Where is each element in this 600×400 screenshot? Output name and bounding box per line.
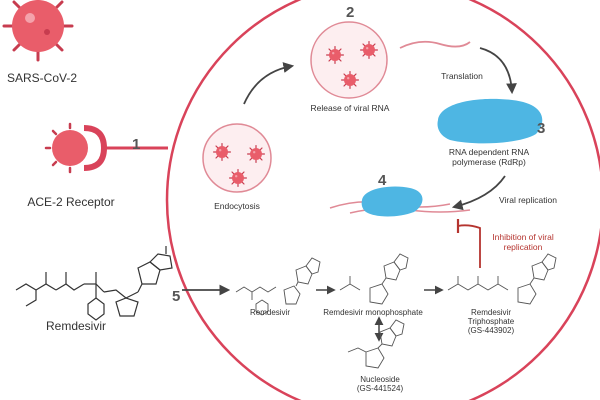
viral-rna-strand xyxy=(399,40,471,49)
nucleoside-structure-icon xyxy=(347,319,405,369)
step-number-4: 4 xyxy=(378,172,387,189)
remdesivir-label: Remdesivir xyxy=(45,319,106,333)
remdesivir-structure-icon xyxy=(15,246,173,321)
inhibition-line xyxy=(457,224,481,268)
sars-cov-2-label: SARS-CoV-2 xyxy=(6,71,78,85)
step-number-5: 5 xyxy=(172,288,181,305)
remdesivir-small-structure-icon xyxy=(235,257,321,316)
endocytosis-vesicle xyxy=(202,123,272,193)
rdrp-polymerase-shape xyxy=(437,98,543,144)
ace2-receptor-icon xyxy=(44,122,168,174)
step-number-2: 2 xyxy=(346,4,355,21)
nucleoside-label-line2: (GS-441524) xyxy=(356,384,404,393)
step-number-1: 1 xyxy=(132,136,141,153)
rdrp-label-line1: RNA dependent RNA xyxy=(448,147,530,157)
monophosphate-label: Remdesivir monophosphate xyxy=(323,308,423,317)
release-label: Release of viral RNA xyxy=(310,103,390,113)
inhibition-label-line2: replication xyxy=(503,242,543,252)
cell-membrane xyxy=(165,0,600,400)
inhibition-label-line1: Inhibition of viral xyxy=(492,232,554,242)
nucleoside-label-line1: Nucleoside xyxy=(360,375,400,384)
triphosphate-structure-icon xyxy=(447,253,557,305)
arrow-translation xyxy=(479,47,517,95)
arrow-viral-replication xyxy=(451,175,506,211)
release-vesicle xyxy=(310,21,388,99)
endocytosis-label: Endocytosis xyxy=(214,201,260,211)
triphosphate-label-line3: (GS-443902) xyxy=(467,326,515,335)
rdrp-on-rna-shape xyxy=(361,186,423,217)
step-number-3: 3 xyxy=(537,120,546,137)
sars-cov-2-virus-icon xyxy=(2,0,74,62)
ace2-receptor-label: ACE-2 Receptor xyxy=(27,195,115,209)
rdrp-label-line2: polymerase (RdRp) xyxy=(452,157,526,167)
triphosphate-label-line2: Triphosphate xyxy=(467,317,515,326)
translation-label: Translation xyxy=(441,71,483,81)
remdesivir-small-label: Remdesivir xyxy=(249,308,290,317)
viral-replication-label: Viral replication xyxy=(499,195,557,205)
triphosphate-label-line1: Remdesivir xyxy=(470,308,511,317)
monophosphate-structure-icon xyxy=(339,253,409,305)
arrow-endocytosis-to-release xyxy=(243,62,295,105)
